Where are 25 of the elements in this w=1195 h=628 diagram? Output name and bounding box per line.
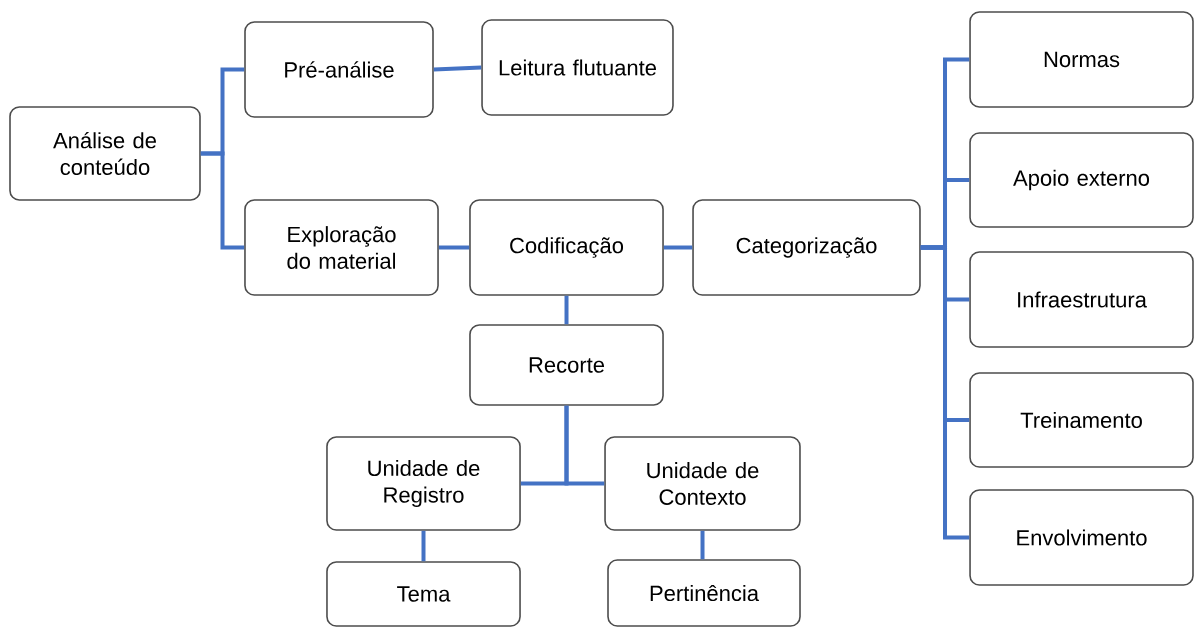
process-box: Infraestrutura xyxy=(969,251,1194,348)
connector-line xyxy=(920,245,970,540)
process-box: Unidade de Registro xyxy=(326,436,521,531)
connector-line xyxy=(200,151,245,250)
connector-line xyxy=(663,245,693,250)
connector-line xyxy=(421,530,426,562)
connector-line xyxy=(564,405,605,486)
process-box: Análise de conteúdo xyxy=(9,106,201,201)
process-box: Envolvimento xyxy=(969,489,1194,586)
connector-line xyxy=(700,530,705,560)
process-box: Pré-análise xyxy=(244,21,434,118)
process-box: Exploração do material xyxy=(244,199,439,296)
connector-line xyxy=(564,295,569,325)
process-box: Recorte xyxy=(469,324,664,406)
process-box: Codificação xyxy=(469,199,664,296)
process-box: Unidade de Contexto xyxy=(604,436,801,531)
process-box: Normas xyxy=(969,11,1194,108)
process-box: Apoio externo xyxy=(969,132,1194,228)
process-box: Tema xyxy=(326,561,521,627)
connector-line xyxy=(438,245,470,250)
connector-line xyxy=(433,65,482,72)
process-box: Leitura flutuante xyxy=(481,19,674,116)
process-box: Pertinência xyxy=(607,559,801,627)
process-box: Categorização xyxy=(692,199,921,296)
process-box: Treinamento xyxy=(969,372,1194,468)
